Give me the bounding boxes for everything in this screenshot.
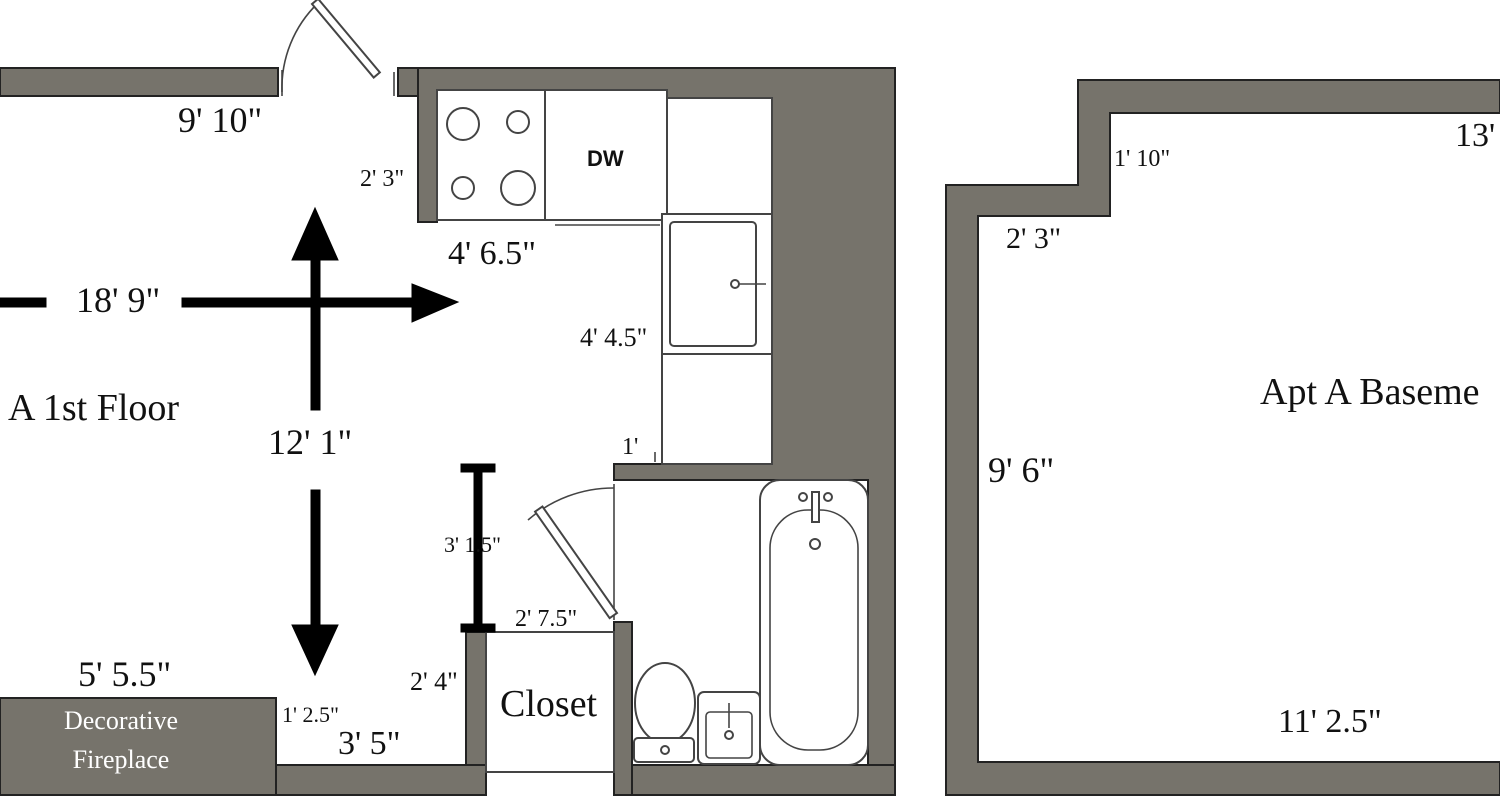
dim-sink-run: 4' 4.5" [580, 323, 647, 352]
dim-counter-length: 4' 6.5" [448, 235, 536, 272]
dim-basement-top: 13' [1455, 117, 1495, 154]
toilet-flush-icon [660, 745, 670, 755]
first-floor-walls [0, 67, 896, 796]
fireplace-block [0, 697, 277, 796]
entry-door [281, 0, 395, 96]
dim-room-width: 12' 1" [268, 422, 352, 462]
vanity-drain-icon [724, 730, 734, 740]
dim-basement-height: 9' 6" [988, 450, 1054, 490]
dim-basement-step: 1' 10" [1114, 146, 1170, 172]
burner-icon [500, 170, 536, 206]
dishwasher [544, 89, 668, 221]
dim-fireplace-depth: 1' 2.5" [282, 702, 339, 727]
dim-jog: 1' [622, 434, 638, 460]
bathroom [633, 479, 869, 766]
tub-handle-icon [823, 492, 833, 502]
dim-basement-step-width: 2' 3" [1006, 222, 1061, 255]
closet-label: Closet [500, 683, 598, 725]
fireplace-label-line1: Decorative [64, 706, 178, 735]
door-jamb [397, 67, 419, 97]
dim-alcove-width: 3' 5" [338, 725, 401, 762]
toilet-bowl [634, 662, 696, 744]
counter-lower [661, 353, 773, 465]
kitchen [436, 89, 773, 465]
bottom-wall-right [613, 764, 896, 796]
basement-label: Apt A Baseme [1260, 371, 1480, 413]
fireplace-label-line2: Fireplace [73, 745, 170, 774]
alcove-bottom-wall [275, 764, 487, 796]
dim-stove-depth: 2' 3" [360, 166, 404, 192]
dim-top-wall: 9' 10" [178, 100, 262, 140]
first-floor-label: A 1st Floor [8, 387, 179, 429]
dim-fireplace-width: 5' 5.5" [78, 654, 171, 694]
burner-icon [451, 176, 475, 200]
labels: 9' 10" 2' 3" DW 4' 6.5" 18' 9" 4' 4.5" A… [8, 100, 1495, 774]
tub-drain-icon [809, 538, 821, 550]
tub-handle-icon [798, 492, 808, 502]
basement-walls [945, 79, 1500, 796]
dimension-arrows [0, 206, 496, 677]
sink-drain-icon [730, 279, 740, 289]
dim-door-width: 3' 1.5" [444, 532, 501, 557]
bath-door [527, 484, 619, 620]
dim-closet-depth: 2' 4" [410, 667, 458, 696]
bath-left-wall [613, 621, 633, 796]
counter-corner [666, 97, 773, 215]
burner-icon [506, 110, 530, 134]
entry-door-leaf [310, 0, 382, 79]
dishwasher-label: DW [587, 146, 624, 171]
dim-basement-bottom: 11' 2.5" [1278, 703, 1382, 740]
arrow-up-icon [291, 206, 339, 261]
top-wall-left [0, 67, 279, 97]
dim-room-length: 18' 9" [76, 280, 160, 320]
tub-faucet-icon [811, 491, 820, 523]
burner-icon [446, 107, 480, 141]
basement-wall [945, 79, 1500, 796]
arrow-right-icon [411, 283, 460, 323]
arrow-down-icon [291, 624, 339, 677]
closet [485, 631, 615, 773]
bathtub [759, 479, 869, 766]
bath-door-leaf [533, 505, 619, 620]
dim-closet-width: 2' 7.5" [515, 606, 577, 632]
